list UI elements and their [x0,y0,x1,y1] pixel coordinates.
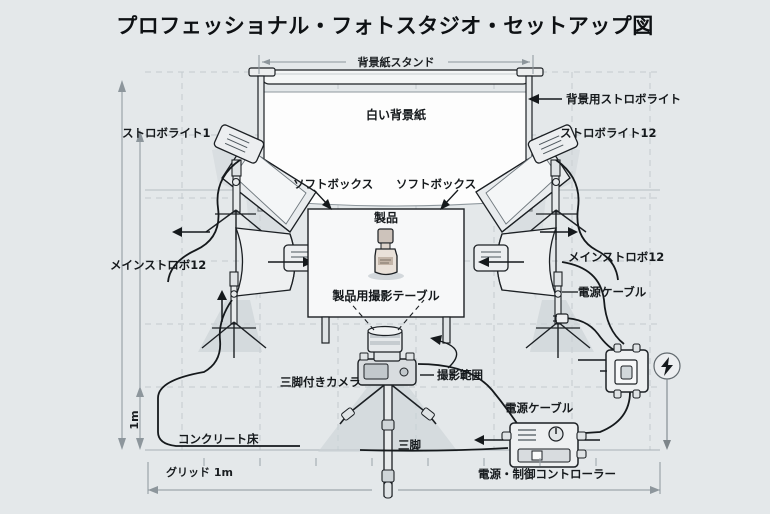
label-product-table: 製品用撮影テーブル [331,288,439,303]
label-power-cable-top: 電源ケーブル [578,285,647,299]
label-power-cable-bottom: 電源ケーブル [505,401,574,415]
label-height-1m: 1m [128,410,141,429]
label-strobe-left: ストロボライト1 [122,126,211,140]
light-arrow-right [478,257,489,267]
softbox-right-upper [475,124,587,300]
label-white-backdrop: 白い背景紙 [366,107,426,122]
softbox-left-upper [205,124,317,300]
power-cables [157,159,631,452]
camera-tripod-group [318,299,458,499]
power-plug-icon [553,313,569,324]
page-title: プロフェッショナル・フォトスタジオ・セットアップ図 [116,14,654,38]
power-distribution-box [600,343,649,399]
label-product: 製品 [373,210,398,225]
label-main-strobe-right: メインストロボ12 [568,250,664,264]
label-camera-tripod: 三脚付きカメラ [280,375,361,389]
label-strobe-right: ストロボライト12 [560,126,657,140]
label-backdrop-stand: 背景紙スタンド [358,55,435,69]
label-softbox-right: ソフトボックス [396,177,476,191]
lightning-bolt-icon [653,352,681,450]
main-strobe-left [198,227,319,358]
arrow-bg-strobe [528,94,539,104]
label-tripod: 三脚 [398,438,421,452]
label-controller: 電源・制御コントローラー [478,467,616,481]
label-softbox-left: ソフトボックス [293,177,373,191]
main-strobe-right [473,227,594,358]
dimension-total-height [118,80,126,450]
dimension-backdrop-stand [258,55,534,74]
cosmetic-bottle-icon: 製品 [368,210,404,280]
label-main-strobe-left: メインストロボ12 [110,258,206,272]
label-shooting-range: 撮影範囲 [437,368,483,382]
dimension-grid-1m [147,458,661,494]
power-controller [501,422,587,468]
label-concrete-floor: コンクリート床 [178,432,259,446]
leader-shooting-range [420,339,458,376]
label-bg-strobe: 背景用ストロボライト [566,92,681,106]
dimension-1m-height [136,386,144,444]
label-grid-1m: グリッド 1m [166,465,233,479]
